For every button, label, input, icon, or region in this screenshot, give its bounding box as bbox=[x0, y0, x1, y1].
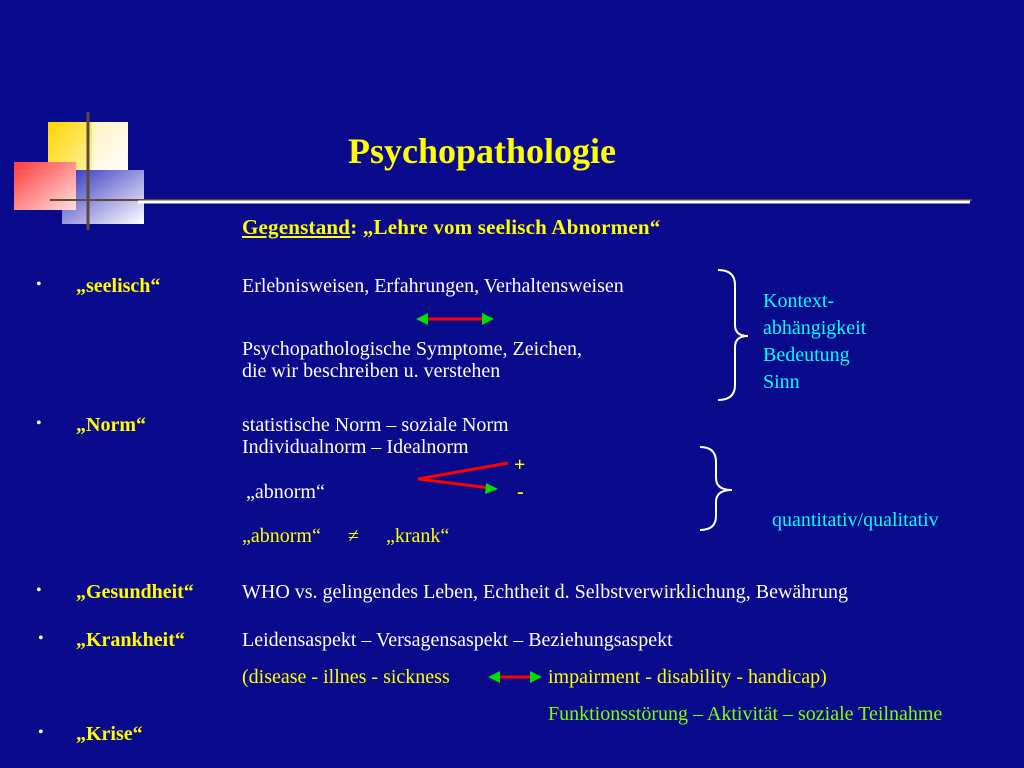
seelisch-line-1: Erlebnisweisen, Erfahrungen, Verhaltensw… bbox=[242, 275, 624, 297]
side-note-context-1: Kontext- bbox=[763, 290, 835, 312]
norm-line-1: statistische Norm – soziale Norm bbox=[242, 414, 509, 436]
bullet-icon: • bbox=[38, 630, 44, 647]
double-arrow-icon bbox=[488, 671, 542, 683]
diverging-arrows-icon bbox=[417, 461, 509, 494]
double-arrow-icon bbox=[416, 313, 494, 325]
krankheit-line-3: impairment - disability - handicap) bbox=[548, 666, 827, 688]
norm-plus: + bbox=[514, 454, 526, 476]
page-title: Psychopathologie bbox=[348, 131, 617, 171]
seelisch-line-2: Psychopathologische Symptome, Zeichen, bbox=[242, 338, 582, 360]
krankheit-line-2: (disease - illnes - sickness bbox=[242, 666, 450, 688]
keyword-krankheit: „Krankheit“ bbox=[76, 629, 185, 651]
gesundheit-line-1: WHO vs. gelingendes Leben, Echtheit d. S… bbox=[242, 581, 848, 603]
logo-squares bbox=[14, 112, 972, 230]
norm-line-2: Individualnorm – Idealnorm bbox=[242, 436, 469, 458]
side-note-quant: quantitativ/qualitativ bbox=[772, 509, 939, 531]
logo-square-red bbox=[14, 162, 76, 210]
logo-square-cream bbox=[92, 122, 128, 170]
norm-krank: „krank“ bbox=[386, 525, 450, 547]
keyword-gesundheit: „Gesundheit“ bbox=[76, 581, 194, 603]
side-note-context-2: abhängigkeit bbox=[763, 317, 867, 339]
brace-context bbox=[717, 269, 749, 401]
subtitle-label: Gegenstand bbox=[242, 215, 351, 239]
bullet-icon: • bbox=[38, 724, 44, 741]
seelisch-line-3: die wir beschreiben u. verstehen bbox=[242, 360, 501, 382]
krankheit-line-4: Funktionsstörung – Aktivität – soziale T… bbox=[548, 703, 943, 725]
norm-minus: - bbox=[517, 481, 524, 503]
keyword-seelisch: „seelisch“ bbox=[76, 275, 161, 297]
bullet-icon: • bbox=[36, 582, 42, 599]
keyword-norm: „Norm“ bbox=[76, 414, 146, 436]
bullet-icon: • bbox=[36, 415, 42, 432]
bullet-icon: • bbox=[36, 276, 42, 293]
subtitle-rest: : „Lehre vom seelisch Abnormen“ bbox=[350, 215, 661, 239]
krankheit-line-1: Leidensaspekt – Versagensaspekt – Bezieh… bbox=[242, 629, 673, 651]
brace-quant bbox=[699, 446, 733, 531]
norm-abnorm-compare: „abnorm“ bbox=[242, 525, 321, 547]
keyword-krise: „Krise“ bbox=[76, 723, 143, 745]
norm-abnorm: „abnorm“ bbox=[246, 481, 325, 503]
subtitle: Gegenstand: „Lehre vom seelisch Abnormen… bbox=[242, 215, 660, 240]
side-note-context-4: Sinn bbox=[763, 371, 800, 393]
not-equal-icon: ≠ bbox=[348, 525, 359, 547]
side-note-context-3: Bedeutung bbox=[763, 344, 850, 366]
